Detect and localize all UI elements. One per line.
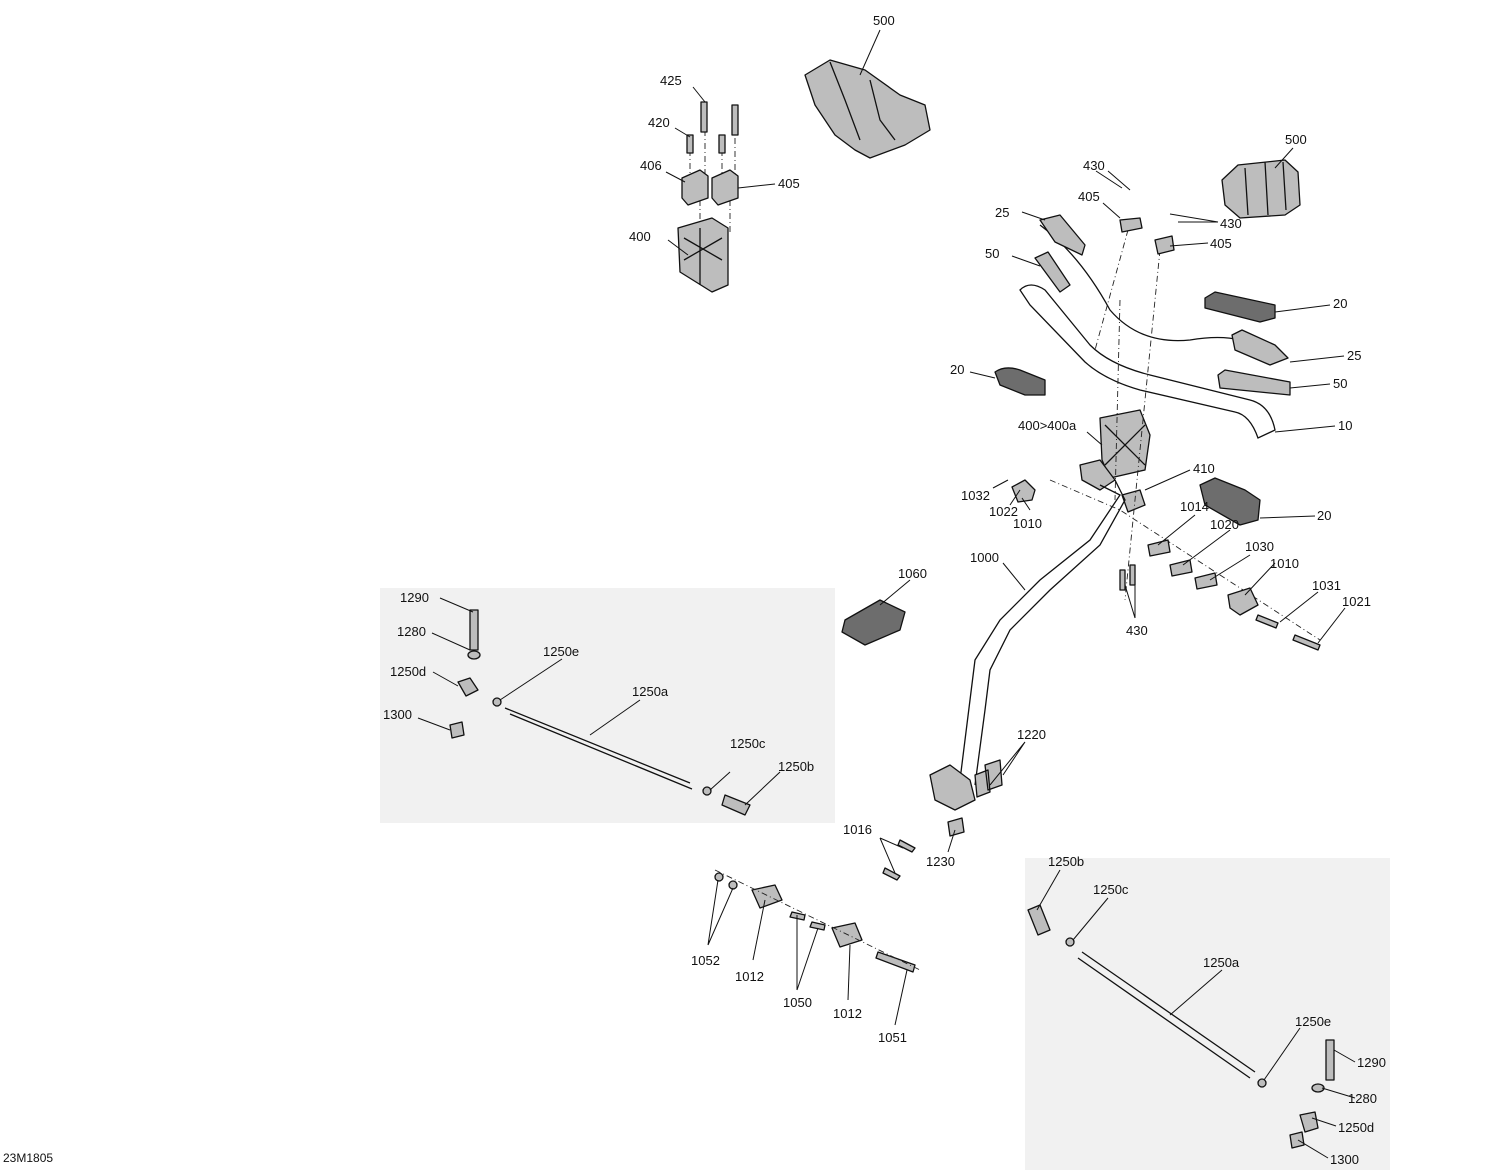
callout-1230: 1230 bbox=[926, 854, 955, 869]
callout-1012: 1012 bbox=[735, 969, 764, 984]
detail-panel-right bbox=[1025, 858, 1390, 1170]
callout-405: 405 bbox=[1078, 189, 1100, 204]
callout-400: 400 bbox=[629, 229, 651, 244]
handlebar-assembly bbox=[929, 214, 1321, 811]
callout-1032: 1032 bbox=[961, 488, 990, 503]
callout-25: 25 bbox=[1347, 348, 1361, 363]
callout-420: 420 bbox=[648, 115, 670, 130]
callout-400-400a: 400>400a bbox=[1018, 418, 1077, 433]
callout-410: 410 bbox=[1193, 461, 1215, 476]
handlebar-pad-upper bbox=[804, 59, 931, 159]
callout-1016: 1016 bbox=[843, 822, 872, 837]
tie-rod-right bbox=[1027, 904, 1335, 1149]
callout-1021: 1021 bbox=[1342, 594, 1371, 609]
callout-1010: 1010 bbox=[1270, 556, 1299, 571]
callout-1250c: 1250c bbox=[730, 736, 766, 751]
detail-panel-left bbox=[380, 588, 835, 823]
leader-lines bbox=[417, 29, 1356, 1159]
linkage-center bbox=[714, 869, 921, 973]
tie-rod-left bbox=[449, 609, 751, 816]
callout-1030: 1030 bbox=[1245, 539, 1274, 554]
callout-20: 20 bbox=[1333, 296, 1347, 311]
callout-1051: 1051 bbox=[878, 1030, 907, 1045]
callout-1060: 1060 bbox=[898, 566, 927, 581]
callout-1022: 1022 bbox=[989, 504, 1018, 519]
callout-10: 10 bbox=[1338, 418, 1352, 433]
callout-1280: 1280 bbox=[1348, 1091, 1377, 1106]
callout-425: 425 bbox=[660, 73, 682, 88]
callout-500: 500 bbox=[873, 13, 895, 28]
callout-1300: 1300 bbox=[383, 707, 412, 722]
callout-20: 20 bbox=[1317, 508, 1331, 523]
callout-1250e: 1250e bbox=[543, 644, 579, 659]
clamp-bolts bbox=[882, 759, 1003, 881]
callout-50: 50 bbox=[985, 246, 999, 261]
callout-1250d: 1250d bbox=[390, 664, 426, 679]
callout-405: 405 bbox=[778, 176, 800, 191]
callout-1250a: 1250a bbox=[1203, 955, 1240, 970]
callout-430: 430 bbox=[1083, 158, 1105, 173]
callout-1050: 1050 bbox=[783, 995, 812, 1010]
figure-id: 23M1805 bbox=[3, 1151, 54, 1165]
handlebar-pad-right bbox=[1221, 159, 1301, 219]
callout-1052: 1052 bbox=[691, 953, 720, 968]
callout-430: 430 bbox=[1220, 216, 1242, 231]
callout-1031: 1031 bbox=[1312, 578, 1341, 593]
callout-500: 500 bbox=[1285, 132, 1307, 147]
callout-1012: 1012 bbox=[833, 1006, 862, 1021]
riser-assembly-upper bbox=[677, 101, 739, 293]
callout-1290: 1290 bbox=[1357, 1055, 1386, 1070]
callout-20: 20 bbox=[950, 362, 964, 377]
callout-1220: 1220 bbox=[1017, 727, 1046, 742]
callout-25: 25 bbox=[995, 205, 1009, 220]
callout-labels: 500 425 420 406 405 400 500 430 405 25 4… bbox=[383, 13, 1386, 1167]
callout-1014: 1014 bbox=[1180, 499, 1209, 514]
callout-1020: 1020 bbox=[1210, 517, 1239, 532]
cover-plate bbox=[841, 599, 906, 646]
callout-1000: 1000 bbox=[970, 550, 999, 565]
callout-1250b: 1250b bbox=[1048, 854, 1084, 869]
callout-1300: 1300 bbox=[1330, 1152, 1359, 1167]
callout-406: 406 bbox=[640, 158, 662, 173]
callout-430: 430 bbox=[1126, 623, 1148, 638]
callout-1290: 1290 bbox=[400, 590, 429, 605]
callout-1250a: 1250a bbox=[632, 684, 669, 699]
callout-1250c: 1250c bbox=[1093, 882, 1129, 897]
callout-50: 50 bbox=[1333, 376, 1347, 391]
callout-1280: 1280 bbox=[397, 624, 426, 639]
callout-1250d: 1250d bbox=[1338, 1120, 1374, 1135]
callout-1250e: 1250e bbox=[1295, 1014, 1331, 1029]
callout-1250b: 1250b bbox=[778, 759, 814, 774]
callout-1010: 1010 bbox=[1013, 516, 1042, 531]
callout-405: 405 bbox=[1210, 236, 1232, 251]
